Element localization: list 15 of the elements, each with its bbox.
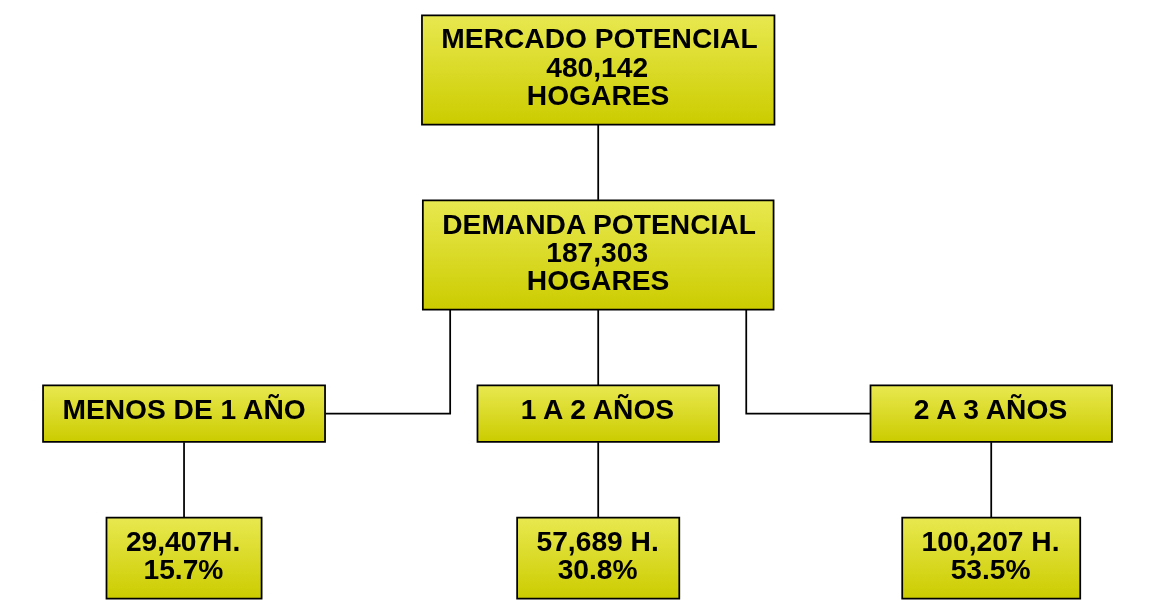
node-box: DEMANDA POTENCIAL 187,303 HOGARES bbox=[421, 199, 774, 311]
node-box: 57,689 H. 30.8% bbox=[515, 516, 680, 600]
connector bbox=[182, 441, 185, 518]
node-box: 29,407H. 15.7% bbox=[105, 516, 262, 600]
node-box: MENOS DE 1 AÑO bbox=[41, 384, 326, 443]
node-box: 1 A 2 AÑOS bbox=[476, 384, 720, 443]
node-box: 2 A 3 AÑOS bbox=[869, 384, 1113, 443]
connector bbox=[596, 124, 599, 201]
connector bbox=[596, 309, 599, 387]
connector bbox=[989, 441, 992, 518]
connector bbox=[744, 309, 871, 415]
connector bbox=[596, 441, 599, 518]
node-box: MERCADO POTENCIAL 480,142 HOGARES bbox=[420, 14, 775, 126]
node-box: 100,207 H. 53.5% bbox=[900, 516, 1081, 600]
connector bbox=[324, 309, 451, 415]
